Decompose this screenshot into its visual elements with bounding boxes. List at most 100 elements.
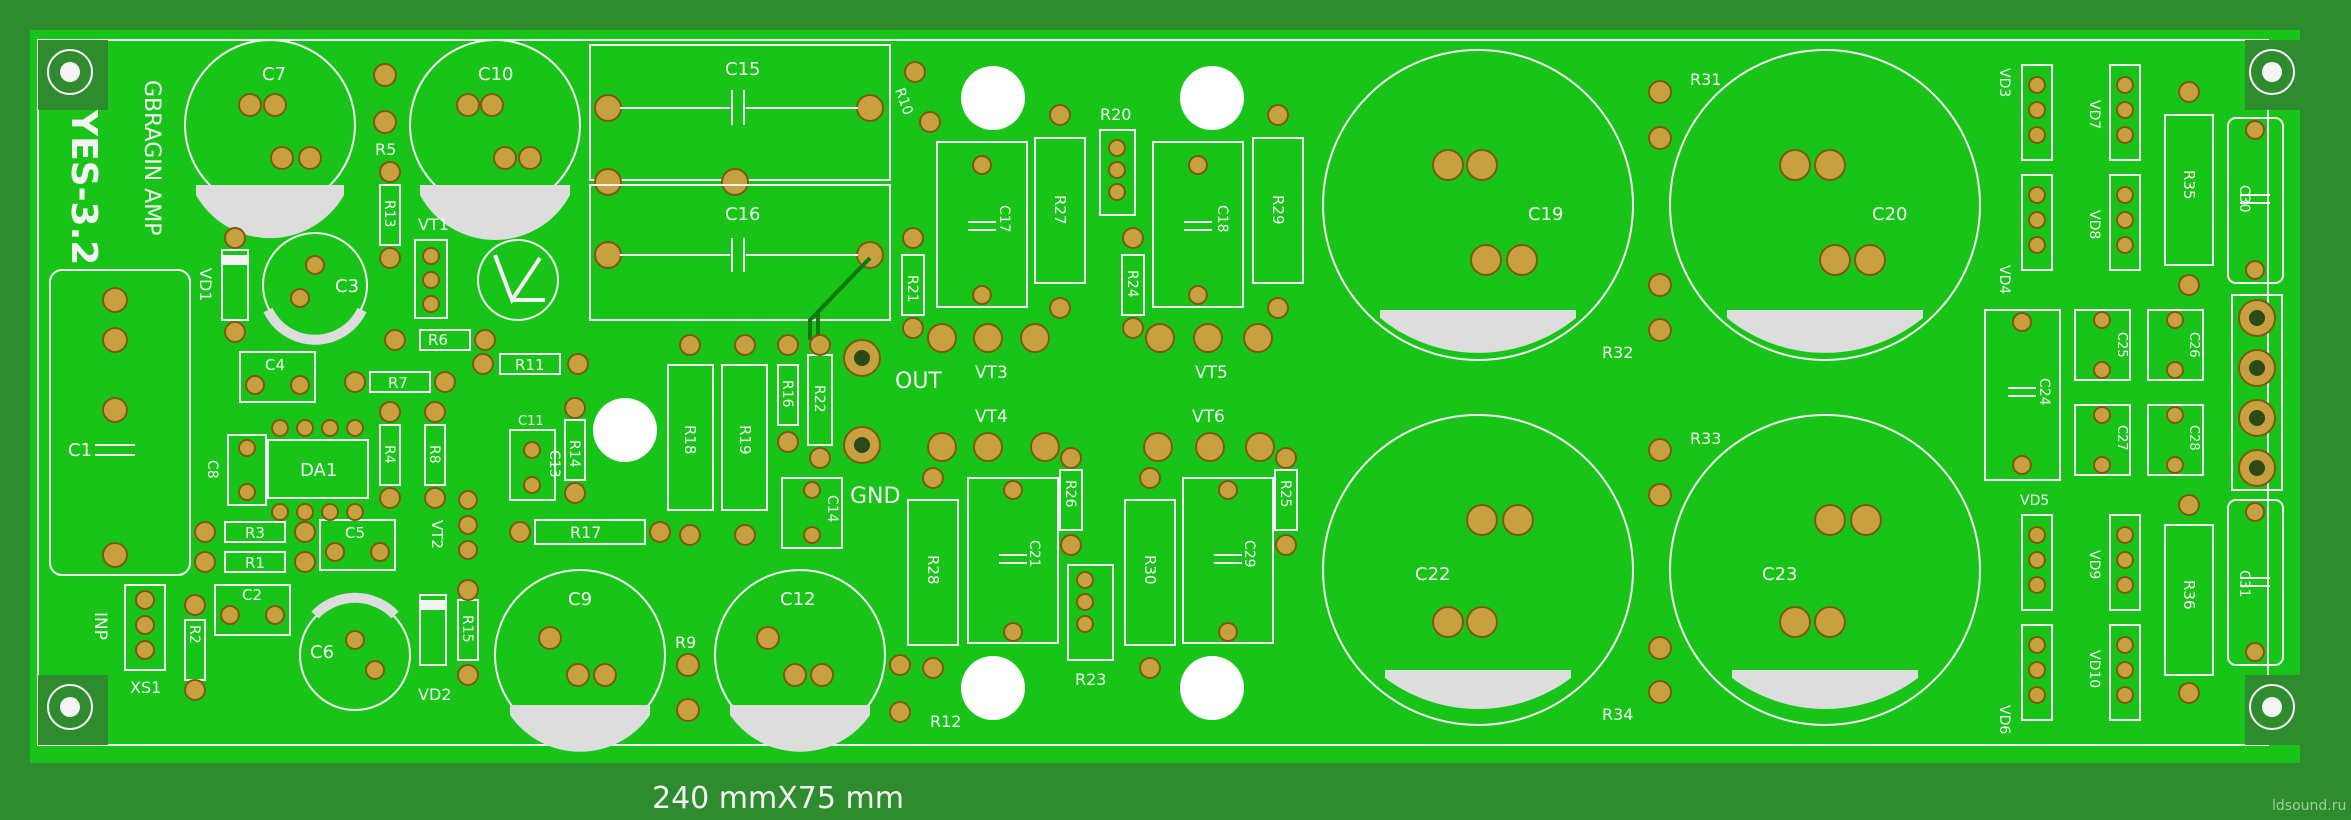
r21-label: R21 (904, 275, 920, 303)
capacitor-c28: C28 (2147, 404, 2204, 476)
resistor-r26: R26 (1059, 447, 1083, 556)
c15-label: C15 (725, 59, 760, 80)
resistor-r30: R30 (1124, 467, 1176, 679)
c9-label: C9 (568, 589, 592, 610)
mount-hole-vt4 (961, 656, 1025, 720)
c6-label: C6 (310, 642, 334, 663)
resistor-r25: R25 (1274, 447, 1298, 556)
vt1-label: VT1 (418, 215, 449, 234)
r4-label: R4 (381, 445, 397, 464)
capacitor-c25: C25 (2074, 309, 2131, 381)
r18-label: R18 (681, 425, 699, 455)
diode-vd7: VD7 (2086, 64, 2141, 161)
r12-label: R12 (930, 712, 961, 731)
diode-vd3: VD3 (1996, 64, 2053, 161)
trimmer-r23: R23 (1067, 564, 1114, 689)
r9-label: R9 (675, 633, 696, 652)
vt5-label: VT5 (1195, 363, 1228, 383)
mounting-hole-bl (38, 675, 108, 745)
resistor-r21: R21 (901, 227, 925, 339)
diode-vd1: VD1 (196, 227, 249, 343)
vd9-label: VD9 (2086, 550, 2102, 579)
c20-label: C20 (1872, 204, 1907, 225)
capacitor-c15: C15 (589, 44, 891, 196)
mount-hole-mid (593, 398, 657, 462)
diode-vd6: VD6 (1996, 624, 2053, 734)
resistor-r15: R15 (457, 579, 479, 686)
resistor-r18: R18 (667, 334, 714, 546)
diode-vd10: VD10 (2086, 624, 2141, 721)
board-substrate (30, 30, 2300, 763)
r36-label: R36 (2180, 580, 2198, 610)
c14-label: C14 (824, 495, 840, 523)
c31-label: C31 (2236, 570, 2252, 598)
da1-label: DA1 (300, 460, 337, 481)
r33-label: R33 (1690, 429, 1721, 448)
resistor-r11: R11 (472, 353, 589, 375)
capacitor-c27: C27 (2074, 404, 2131, 476)
mounting-hole-tr (2245, 40, 2300, 110)
capacitor-c13: C13 (509, 429, 562, 501)
capacitor-c19: C19 (1322, 49, 1634, 361)
vd5-label: VD5 (2020, 493, 2049, 509)
r6-label: R6 (428, 331, 448, 349)
vd2-label: VD2 (418, 685, 451, 704)
capacitor-c14: C14 (781, 477, 843, 549)
transistor-vt1: VT1 (414, 215, 449, 319)
r22-label: R22 (811, 385, 827, 413)
r3-label: R3 (245, 524, 265, 542)
r32-label: R32 (1602, 343, 1633, 362)
transistor-vt2: VT2 (428, 490, 478, 560)
resistor-r3: R3 (194, 521, 316, 543)
c7-label: C7 (262, 64, 286, 85)
capacitor-c24: C24 (1984, 309, 2061, 481)
capacitor-c16: C16 (589, 184, 891, 340)
c12-label: C12 (780, 589, 815, 610)
transistor-vt6: VT6 (1143, 407, 1275, 462)
capacitor-c8: C8 (204, 434, 267, 506)
resistor-r24: R24 (1121, 227, 1145, 339)
vt3-label: VT3 (975, 363, 1008, 383)
board-author: GBRAGIN AMP (139, 80, 164, 235)
c11-label: C11 (518, 414, 544, 429)
c25-label: C25 (2114, 332, 2129, 358)
r23-label: R23 (1075, 670, 1106, 689)
r7-label: R7 (388, 374, 408, 392)
c24-label: C24 (2036, 378, 2052, 406)
r25-label: R25 (1277, 480, 1293, 508)
diode-vd9: VD9 (2086, 514, 2141, 611)
resistor-r13: R13 (379, 161, 401, 269)
diode-vd8: VD8 (2086, 174, 2141, 271)
resistor-r19: R19 (721, 334, 768, 546)
c17-label: C17 (996, 205, 1012, 233)
r19-label: R19 (736, 425, 754, 455)
c26-label: C26 (2186, 332, 2201, 358)
transistor-vt4: VT4 (927, 407, 1060, 462)
ic-da1: DA1 (267, 419, 369, 521)
c5-label: C5 (345, 524, 365, 542)
resistor-r27: R27 (1034, 104, 1086, 319)
r29-label: R29 (1269, 195, 1287, 225)
resistor-r33: R33 (1648, 429, 1721, 507)
resistor-r14: R14 (564, 397, 586, 504)
c18-label: C18 (1214, 205, 1230, 233)
capacitor-c11: C11 (518, 414, 544, 429)
vd8-label: VD8 (2086, 210, 2102, 239)
vd1-label: VD1 (196, 268, 215, 301)
transistor-vt3: VT3 (927, 323, 1050, 383)
resistor-r8: R8 (424, 401, 446, 509)
capacitor-c1: C1 (49, 269, 191, 576)
vd3-label: VD3 (1996, 68, 2012, 97)
r35-label: R35 (2180, 170, 2198, 200)
r2-label: R2 (186, 625, 202, 644)
capacitor-c18: C18 (1152, 141, 1244, 308)
c27-label: C27 (2114, 425, 2129, 451)
c21-label: C21 (1026, 540, 1042, 568)
r28-label: R28 (924, 555, 942, 585)
c13-label: C13 (546, 450, 562, 478)
capacitor-c6: C6 (299, 592, 411, 711)
capacitor-c7: C7 (184, 39, 356, 239)
capacitor-c20: C20 (1669, 49, 1981, 361)
capacitor-c2: C2 (214, 584, 291, 636)
